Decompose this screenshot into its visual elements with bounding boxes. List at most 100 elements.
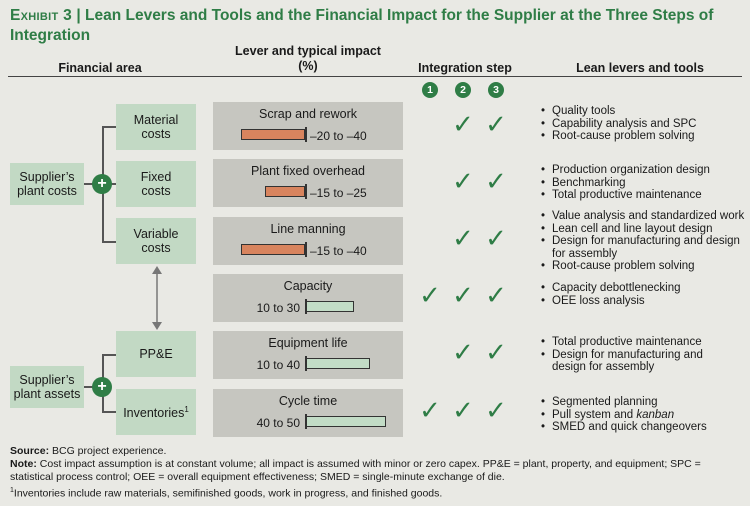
plus-icon: + xyxy=(92,174,112,194)
check-icon: ✓ xyxy=(452,395,474,425)
impact-bar xyxy=(306,416,386,427)
impact-axis xyxy=(305,184,307,199)
exhibit-title: Exhibit 3 | Lean Levers and Tools and th… xyxy=(10,6,740,46)
group-plant-assets: Supplier’s plant assets xyxy=(10,366,84,408)
group-plant-costs: Supplier’s plant costs xyxy=(10,163,84,205)
area-inventories-label: Inventories1 xyxy=(123,403,189,420)
check-icon: ✓ xyxy=(485,337,507,367)
area-fixed-costs: Fixed costs xyxy=(116,161,196,207)
tool-item: Benchmarking xyxy=(541,177,750,190)
tool-item: Total productive maintenance xyxy=(541,336,750,349)
header-rule xyxy=(8,76,742,77)
footnote-mark: 1 xyxy=(10,487,14,494)
header-integration-step: Integration step xyxy=(418,61,512,75)
area-variable-costs-label: Variable costs xyxy=(133,227,179,255)
lever-name: Scrap and rework xyxy=(259,107,357,121)
tool-item: Total productive maintenance xyxy=(541,189,750,202)
lever-name: Cycle time xyxy=(278,394,338,408)
lever-name: Plant fixed overhead xyxy=(251,164,365,178)
tool-item: OEE loss analysis xyxy=(541,295,750,308)
connector-variable xyxy=(102,241,116,243)
source-text: BCG project experience. xyxy=(52,445,167,457)
tool-item: Quality tools xyxy=(541,105,750,118)
group-plant-costs-label: Supplier’s plant costs xyxy=(17,170,77,198)
area-material-costs: Material costs xyxy=(116,104,196,150)
check-icon: ✓ xyxy=(452,280,474,310)
step-circle-1: 1 xyxy=(422,82,438,98)
connector-ppe xyxy=(102,354,116,356)
area-ppe: PP&E xyxy=(116,331,196,377)
note-text: Cost impact assumption is at constant vo… xyxy=(10,458,701,483)
impact-value: –20 to –40 xyxy=(310,129,367,143)
connector-material xyxy=(102,126,116,128)
check-icon: ✓ xyxy=(485,166,507,196)
impact-axis xyxy=(305,299,307,314)
lever-cycle-time: Cycle time 40 to 50 xyxy=(213,389,403,437)
lever-name: Capacity xyxy=(283,279,333,293)
footnote-text: Inventories include raw materials, semif… xyxy=(13,487,443,500)
impact-bar xyxy=(241,244,305,255)
header-lever: Lever and typical impact (%) xyxy=(235,44,381,73)
area-variable-costs: Variable costs xyxy=(116,218,196,264)
tool-item: Segmented planning xyxy=(541,396,750,409)
lever-plant-fixed-overhead: Plant fixed overhead –15 to –25 xyxy=(213,159,403,207)
tools-list-variable: Value analysis and standardized work Lea… xyxy=(541,210,750,273)
area-material-costs-label: Material costs xyxy=(133,113,179,141)
tool-item: Design for manufacturing and design for … xyxy=(541,349,727,374)
impact-bar xyxy=(265,186,305,197)
source-label: Source: xyxy=(10,445,50,457)
header-financial-area: Financial area xyxy=(58,61,142,75)
tools-list-equipment: Total productive maintenance Design for … xyxy=(541,336,750,374)
check-icon: ✓ xyxy=(452,223,474,253)
tool-item: Pull system and kanban xyxy=(541,409,750,422)
lever-name: Equipment life xyxy=(268,336,348,350)
impact-value: –15 to –40 xyxy=(310,244,367,258)
impact-axis xyxy=(305,127,307,142)
footer-notes: Source: BCG project experience. Note: Co… xyxy=(10,445,745,501)
impact-value: –15 to –25 xyxy=(310,186,367,200)
impact-axis xyxy=(305,242,307,257)
check-icon: ✓ xyxy=(485,223,507,253)
check-icon: ✓ xyxy=(485,280,507,310)
title-text: Lean Levers and Tools and the Financial … xyxy=(10,7,714,44)
lever-capacity: Capacity 10 to 30 xyxy=(213,274,403,322)
tool-item: Capacity debottlenecking xyxy=(541,282,750,295)
tool-item: Root-cause problem solving xyxy=(541,260,750,273)
tools-list-cycle-time: Segmented planning Pull system and kanba… xyxy=(541,396,750,434)
check-icon: ✓ xyxy=(452,109,474,139)
impact-bar xyxy=(306,301,354,312)
impact-value: 10 to 30 xyxy=(256,301,300,315)
title-separator: | xyxy=(76,7,81,24)
check-icon: ✓ xyxy=(485,109,507,139)
plus-icon: + xyxy=(92,377,112,397)
impact-bar xyxy=(241,129,305,140)
tool-item: Lean cell and line layout design xyxy=(541,223,750,236)
area-fixed-costs-label: Fixed costs xyxy=(140,170,172,198)
note-label: Note: xyxy=(10,458,37,470)
tool-item: SMED and quick changeovers xyxy=(541,421,750,434)
group-plant-assets-label: Supplier’s plant assets xyxy=(13,373,81,401)
inventories-text: Inventories xyxy=(123,406,185,421)
impact-value: 10 to 40 xyxy=(256,358,300,372)
header-lean-tools: Lean levers and tools xyxy=(576,61,704,75)
lever-scrap-rework: Scrap and rework –20 to –40 xyxy=(213,102,403,150)
check-icon: ✓ xyxy=(452,337,474,367)
lever-equipment-life: Equipment life 10 to 40 xyxy=(213,331,403,379)
tools-list-capacity: Capacity debottlenecking OEE loss analys… xyxy=(541,282,750,307)
impact-value: 40 to 50 xyxy=(256,416,300,430)
tool-item: Value analysis and standardized work xyxy=(541,210,750,223)
step-circle-2: 2 xyxy=(455,82,471,98)
check-icon: ✓ xyxy=(452,166,474,196)
tool-item: Production organization design xyxy=(541,164,750,177)
connector-inventories xyxy=(102,411,116,413)
area-inventories: Inventories1 xyxy=(116,389,196,435)
impact-bar xyxy=(306,358,370,369)
lever-line-manning: Line manning –15 to –40 xyxy=(213,217,403,265)
impact-axis xyxy=(305,356,307,371)
impact-axis xyxy=(305,414,307,429)
tool-item: Root-cause problem solving xyxy=(541,130,750,143)
tools-list-fixed: Production organization design Benchmark… xyxy=(541,164,750,202)
check-icon: ✓ xyxy=(419,395,441,425)
source-line: Source: BCG project experience. xyxy=(10,445,745,458)
note-line: Note: Cost impact assumption is at const… xyxy=(10,458,745,484)
